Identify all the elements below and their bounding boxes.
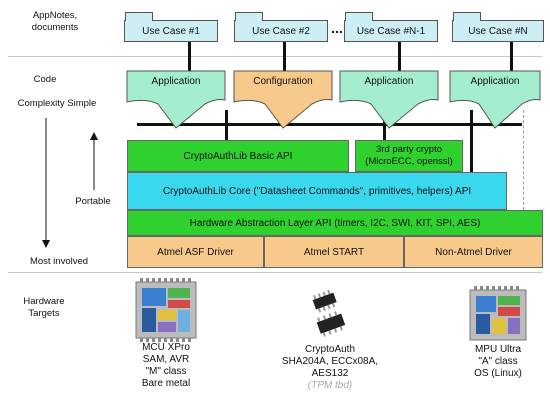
- core-api-label: CryptoAuthLib Core ("Datasheet Commands"…: [162, 185, 472, 197]
- code-box-1-shape: [126, 70, 226, 129]
- code-box-4-label: Application: [470, 76, 520, 87]
- hardware-label-line2: Targets: [28, 308, 60, 319]
- third-party-line2: (MicroECC, openssl): [365, 156, 453, 167]
- third-party-line1: 3rd party crypto: [376, 144, 442, 155]
- most-involved-label: Most involved: [29, 256, 89, 267]
- use-case-n-label: Use Case #N: [468, 25, 528, 37]
- code-box-2-shape: [233, 70, 333, 129]
- separator-bottom: [8, 272, 542, 273]
- use-case-2: Use Case #2: [234, 12, 328, 42]
- driver-asf: Atmel ASF Driver: [127, 236, 264, 268]
- third-party-crypto-layer: 3rd party crypto (MicroECC, openssl): [355, 140, 463, 172]
- use-case-ellipsis: ...: [331, 20, 343, 36]
- driver-start: Atmel START: [264, 236, 404, 268]
- appnotes-label-line1: AppNotes,: [32, 10, 78, 21]
- code-box-4-shape: [449, 70, 541, 129]
- driver-asf-label: Atmel ASF Driver: [157, 246, 234, 258]
- complexity-label: Complexity Simple: [17, 98, 97, 109]
- mcu-caption-line4: Bare metal: [141, 378, 191, 389]
- use-case-n-minus-1-label: Use Case #N-1: [356, 25, 426, 37]
- doc-tab: [453, 12, 481, 21]
- bus-drop-basic-api: [225, 110, 228, 140]
- separator-top: [8, 56, 542, 57]
- mpu-caption-line3: OS (Linux): [474, 368, 522, 379]
- driver-start-label: Atmel START: [303, 246, 365, 258]
- code-box-1-label: Application: [151, 76, 201, 87]
- code-box-3-shape: [339, 70, 439, 129]
- horizontal-bus: [137, 123, 522, 126]
- connector-uc2: [283, 40, 286, 71]
- hal-api-label: Hardware Abstraction Layer API (timers, …: [189, 217, 481, 229]
- crypto-caption-note: (TPM tbd): [307, 380, 353, 391]
- use-case-1: Use Case #1: [124, 12, 218, 42]
- doc-tab: [125, 12, 153, 21]
- hal-api-layer: Hardware Abstraction Layer API (timers, …: [127, 210, 543, 236]
- mcu-caption-line2: SAM, AVR: [142, 354, 190, 365]
- mcu-caption-line1: MCU XPro: [142, 342, 190, 353]
- crypto-caption-line2: SHA204A, ECCx08A, AES132: [281, 356, 379, 379]
- code-box-3-label: Application: [364, 76, 414, 87]
- crypto-caption-line1: CryptoAuth: [304, 344, 356, 355]
- doc-tab: [235, 12, 263, 21]
- driver-non-atmel: Non-Atmel Driver: [404, 236, 543, 268]
- mpu-caption-line2: "A" class: [478, 356, 518, 367]
- dashed-bypass: [523, 110, 524, 210]
- mcu-target-caption: MCU XPro SAM, AVR "M" class Bare metal: [130, 342, 202, 390]
- mcu-chip-icon: [135, 278, 197, 342]
- code-box-2-label: Configuration: [253, 76, 313, 87]
- mpu-target-caption: MPU Ultra "A" class OS (Linux): [462, 344, 534, 380]
- code-label: Code: [33, 74, 57, 85]
- appnotes-label-line2: documents: [31, 22, 79, 33]
- portable-arrow-head: [90, 132, 98, 140]
- use-case-n-minus-1: Use Case #N-1: [344, 12, 438, 42]
- portable-label: Portable: [75, 196, 111, 207]
- complexity-arrow-head: [42, 240, 50, 248]
- cryptoauth-target-caption: CryptoAuth SHA204A, ECCx08A, AES132 (TPM…: [265, 344, 395, 392]
- mpu-chip-icon: [469, 286, 527, 341]
- cryptoauth-chip-icon: [312, 289, 346, 337]
- core-api-layer: CryptoAuthLib Core ("Datasheet Commands"…: [127, 172, 507, 210]
- hardware-label-line1: Hardware: [23, 296, 65, 307]
- use-case-2-label: Use Case #2: [252, 25, 310, 37]
- mcu-caption-line3: "M" class: [145, 366, 187, 377]
- bus-drop-core: [470, 110, 473, 172]
- connector-uc1: [188, 40, 191, 71]
- basic-api-label: CryptoAuthLib Basic API: [183, 150, 293, 162]
- appnotes-label: AppNotes, documents: [20, 10, 90, 34]
- connector-ucn: [510, 40, 513, 71]
- driver-non-atmel-label: Non-Atmel Driver: [435, 246, 512, 258]
- use-case-n: Use Case #N: [452, 12, 544, 42]
- hardware-targets-label: Hardware Targets: [14, 296, 74, 320]
- connector-ucn1: [398, 40, 401, 71]
- mpu-caption-line1: MPU Ultra: [474, 344, 522, 355]
- use-case-1-label: Use Case #1: [142, 25, 200, 37]
- doc-tab: [345, 12, 373, 21]
- bus-drop-third-party: [383, 110, 386, 140]
- basic-api-layer: CryptoAuthLib Basic API: [127, 140, 349, 172]
